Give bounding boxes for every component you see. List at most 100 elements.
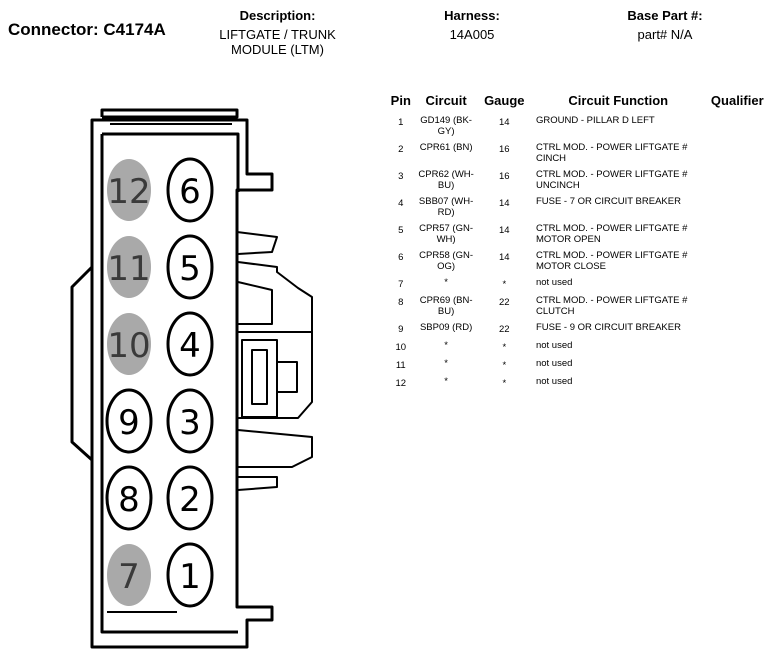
cell-circuit: CPR62 (WH-BU) <box>418 169 474 191</box>
pin-number-12: 12 <box>107 172 150 212</box>
header-circuit: Circuit <box>425 93 467 108</box>
cell-pin: 2 <box>398 144 404 155</box>
pin-number-6: 6 <box>179 172 201 212</box>
cell-qualifier <box>705 277 770 295</box>
table-row: 12 * * not used <box>386 376 770 394</box>
pin-number-1: 1 <box>179 557 201 597</box>
pin-cavity-12 <box>107 159 151 221</box>
table-row: 9 SBP09 (RD) 22 FUSE - 9 OR CIRCUIT BREAKER <box>386 322 770 340</box>
cell-circuit: GD149 (BK-GY) <box>420 115 472 137</box>
cell-qualifier <box>705 376 770 394</box>
pin-table: Pin Circuit Gauge Circuit Function Quali… <box>386 93 770 394</box>
cell-gauge: 22 <box>499 297 510 308</box>
pin-cavity-5 <box>166 234 214 300</box>
header-qualifier: Qualifier <box>710 93 764 108</box>
cell-function: GROUND - PILLAR D LEFT <box>535 115 655 126</box>
cell-pin: 3 <box>398 171 404 182</box>
table-row: 11 * * not used <box>386 358 770 376</box>
cell-function: CTRL MOD. - POWER LIFTGATE # CINCH <box>535 142 688 164</box>
cell-pin: 6 <box>398 252 404 263</box>
cell-circuit: SBP09 (RD) <box>419 322 473 333</box>
table-row: 5 CPR57 (GN-WH) 14 CTRL MOD. - POWER LIFTGA… <box>386 223 770 250</box>
pin-number-2: 2 <box>179 480 201 520</box>
cell-gauge: * <box>502 279 507 290</box>
cell-circuit: * <box>444 358 448 369</box>
cell-function: not used <box>535 376 573 387</box>
cell-gauge: 16 <box>499 171 510 182</box>
cell-gauge: 14 <box>499 198 510 209</box>
cell-qualifier <box>705 196 770 223</box>
cell-circuit: * <box>444 277 448 288</box>
description-value: LIFTGATE / TRUNK MODULE (LTM) <box>219 27 336 57</box>
harness-label: Harness: <box>444 8 500 23</box>
base-part-label: Base Part #: <box>627 8 703 23</box>
pin-number-8: 8 <box>118 480 140 520</box>
table-row: 7 * * not used <box>386 277 770 295</box>
pin-number-4: 4 <box>179 326 201 366</box>
cell-qualifier <box>705 115 770 142</box>
harness-block: Harness: 14A005 <box>412 8 532 42</box>
cell-function: CTRL MOD. - POWER LIFTGATE # UNCINCH <box>535 169 688 191</box>
header-gauge: Gauge <box>484 93 525 108</box>
pin-number-5: 5 <box>179 249 201 289</box>
pin-cavity-6 <box>166 157 214 223</box>
pin-number-10: 10 <box>107 326 150 366</box>
cell-function: FUSE - 7 OR CIRCUIT BREAKER <box>535 196 681 207</box>
cell-qualifier <box>705 358 770 376</box>
header-pin: Pin <box>390 93 411 108</box>
table-row: 4 SBB07 (WH-RD) 14 FUSE - 7 OR CIRCUIT BREA… <box>386 196 770 223</box>
connector-title: Connector: C4174A <box>8 20 166 39</box>
harness-value: 14A005 <box>449 27 495 42</box>
cell-pin: 9 <box>398 324 404 335</box>
cell-gauge: * <box>502 360 507 371</box>
cell-function: CTRL MOD. - POWER LIFTGATE # CLUTCH <box>535 295 688 317</box>
pin-number-11: 11 <box>107 249 150 289</box>
base-part-block: Base Part #: part# N/A <box>600 8 730 42</box>
cell-pin: 12 <box>395 378 407 389</box>
cell-qualifier <box>705 223 770 250</box>
pin-cavity-3 <box>166 388 214 454</box>
cell-pin: 4 <box>398 198 404 209</box>
cell-circuit: * <box>444 376 448 387</box>
cell-function: not used <box>535 358 573 369</box>
cell-gauge: 14 <box>499 225 510 236</box>
pin-number-3: 3 <box>179 403 201 443</box>
pin-cavity-2 <box>166 465 214 531</box>
pin-number-9: 9 <box>118 403 140 443</box>
cell-pin: 5 <box>398 225 404 236</box>
cell-circuit: CPR57 (GN-WH) <box>419 223 474 245</box>
cell-gauge: * <box>502 378 507 389</box>
table-row: 6 CPR58 (GN-OG) 14 CTRL MOD. - POWER LIFTGA… <box>386 250 770 277</box>
base-part-value: part# N/A <box>637 27 693 42</box>
pin-cavity-10 <box>107 313 151 375</box>
cell-gauge: * <box>502 342 507 353</box>
pin-cavity-7 <box>107 544 151 606</box>
cell-qualifier <box>705 250 770 277</box>
cell-gauge: 14 <box>499 252 510 263</box>
cell-pin: 11 <box>395 360 406 371</box>
cell-qualifier <box>705 169 770 196</box>
cell-gauge: 14 <box>499 117 510 128</box>
cell-circuit: SBB07 (WH-RD) <box>418 196 474 218</box>
cell-circuit: * <box>444 340 448 351</box>
pin-number-7: 7 <box>118 557 140 597</box>
cell-gauge: 22 <box>499 324 510 335</box>
cell-function: FUSE - 9 OR CIRCUIT BREAKER <box>535 322 681 333</box>
cell-pin: 1 <box>398 117 404 128</box>
pin-cavity-11 <box>107 236 151 298</box>
cell-circuit: CPR61 (BN) <box>419 142 473 153</box>
cell-function: not used <box>535 277 573 288</box>
pin-cavity-9 <box>105 388 153 454</box>
cell-circuit: CPR58 (GN-OG) <box>419 250 474 272</box>
cell-pin: 7 <box>398 279 404 290</box>
cell-function: CTRL MOD. - POWER LIFTGATE # MOTOR CLOSE <box>535 250 688 272</box>
cell-circuit: CPR69 (BN-BU) <box>419 295 473 317</box>
cell-gauge: 16 <box>499 144 510 155</box>
description-label: Description: <box>239 8 316 23</box>
cell-function: CTRL MOD. - POWER LIFTGATE # MOTOR OPEN <box>535 223 688 245</box>
pin-cavity-4 <box>166 311 214 377</box>
table-row: 1 GD149 (BK-GY) 14 GROUND - PILLAR D LEFT <box>386 115 770 142</box>
pin-table-header: Pin Circuit Gauge Circuit Function Quali… <box>386 93 770 115</box>
cell-qualifier <box>705 295 770 322</box>
